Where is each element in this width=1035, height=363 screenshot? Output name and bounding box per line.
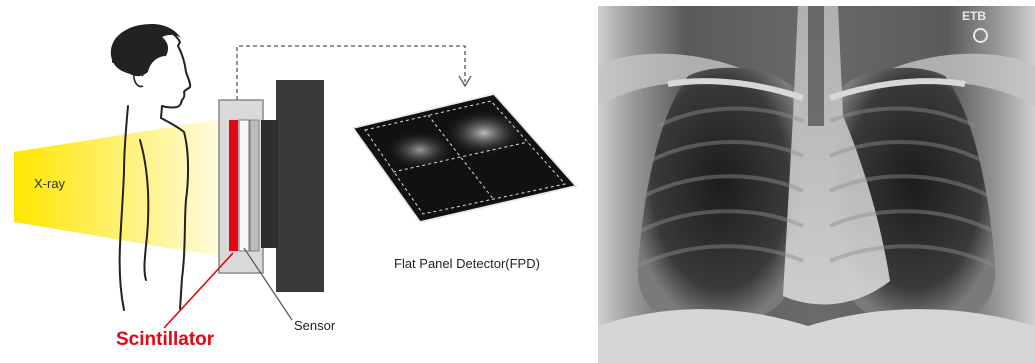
radiograph-image (598, 6, 1035, 363)
scintillator-pointer (164, 253, 233, 328)
chest-radiograph: ETB (598, 6, 1035, 363)
scintillator-layer (229, 120, 238, 251)
scintillator-label: Scintillator (116, 329, 214, 351)
diagram-canvas (0, 0, 595, 363)
person-hair (111, 24, 181, 76)
sensor-label: Sensor (294, 318, 335, 333)
fpd-label: Flat Panel Detector(FPD) (394, 256, 540, 271)
detector-mount (261, 120, 278, 248)
side-marker: ETB (962, 10, 986, 22)
detector-rear-panel (250, 120, 259, 251)
signal-connector (237, 46, 465, 100)
trachea (808, 6, 824, 126)
sensor-layer (239, 120, 249, 251)
xray-detection-diagram: X-ray Flat Panel Detector(FPD) Sensor Sc… (0, 0, 595, 363)
xray-label: X-ray (34, 176, 65, 191)
marker-ring-icon (973, 28, 988, 43)
detector-back-block (276, 80, 324, 292)
